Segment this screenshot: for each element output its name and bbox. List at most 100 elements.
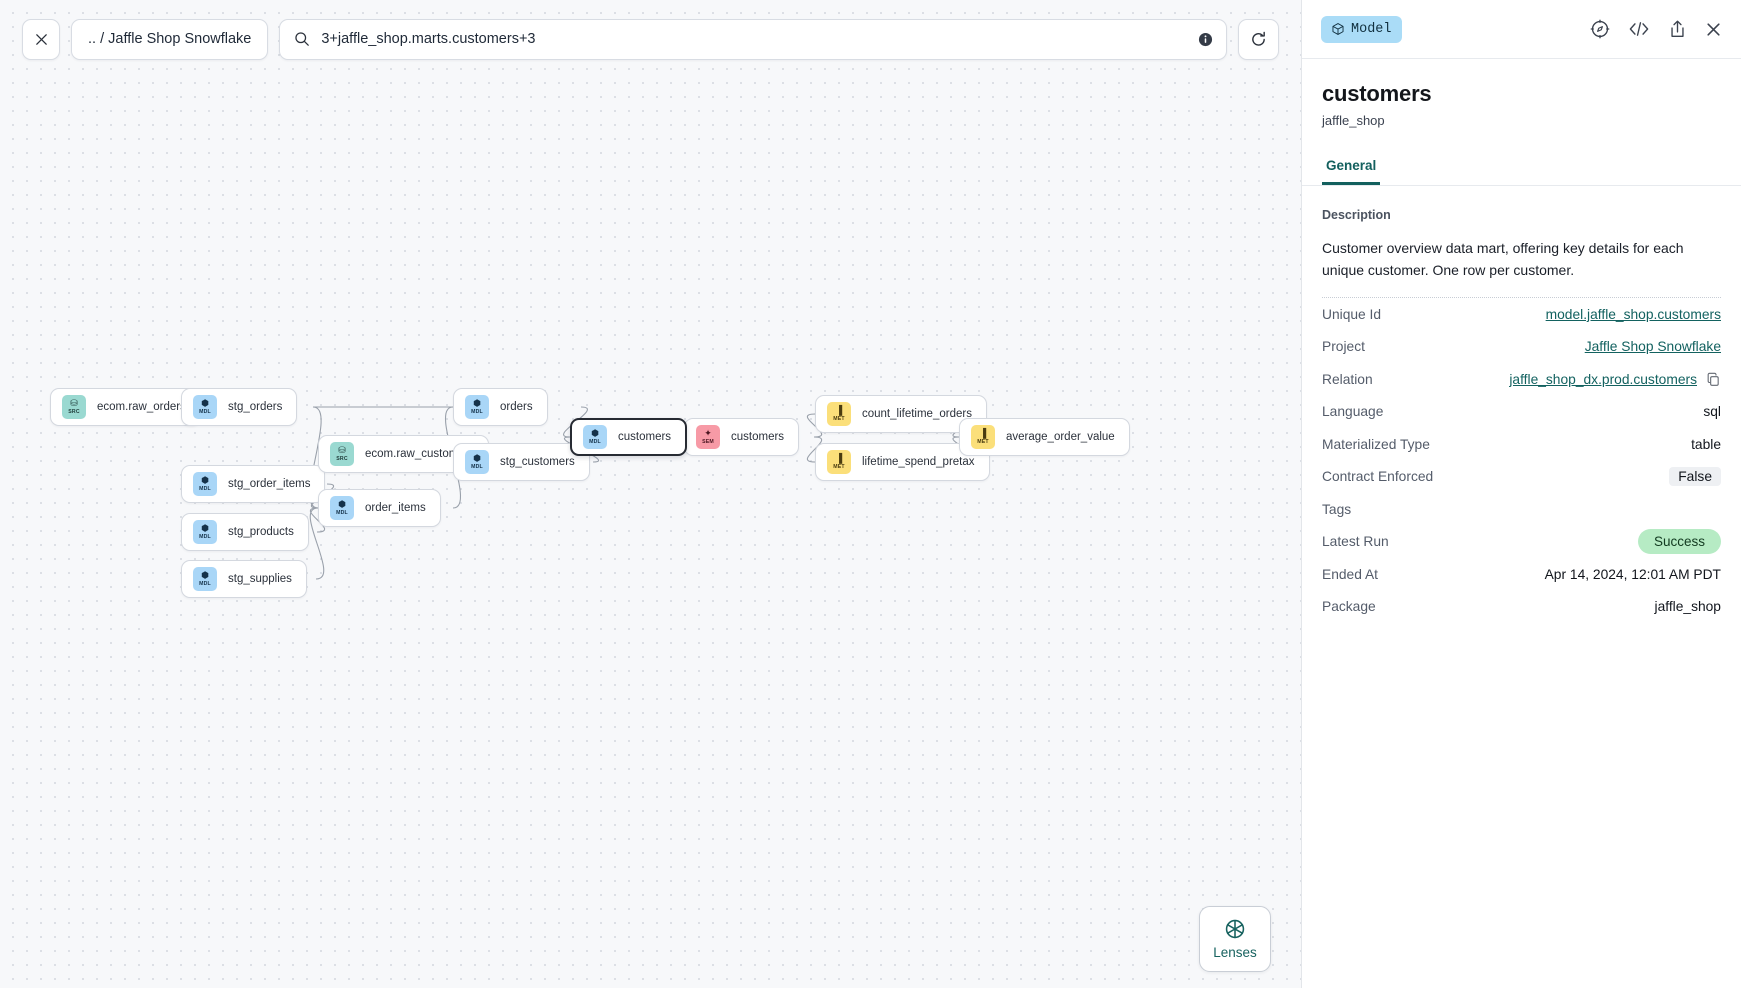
- explore-icon[interactable]: [1590, 19, 1610, 39]
- search-bar[interactable]: [279, 18, 1227, 60]
- metadata-value[interactable]: model.jaffle_shop.customers: [1545, 306, 1721, 322]
- node-badge-mdl-icon: ⬢MDL: [193, 395, 217, 419]
- cube-icon: [1332, 23, 1344, 35]
- breadcrumb[interactable]: .. / Jaffle Shop Snowflake: [71, 18, 269, 60]
- graph-node-label: ecom.raw_orders: [97, 401, 186, 413]
- lineage-toolbar: .. / Jaffle Shop Snowflake: [0, 0, 1301, 78]
- node-badge-met-icon: ▐MET: [971, 425, 995, 449]
- node-badge-src-icon: ⛁SRC: [330, 442, 354, 466]
- graph-node-order_items[interactable]: ⬢MDL order_items: [318, 489, 441, 527]
- metadata-key: Package: [1322, 599, 1376, 615]
- metadata-row: Materialized Type table: [1322, 428, 1721, 461]
- graph-node-label: average_order_value: [1006, 431, 1115, 443]
- node-type-chip[interactable]: Model: [1321, 15, 1402, 43]
- breadcrumb-label: .. / Jaffle Shop Snowflake: [88, 31, 252, 47]
- metadata-row: Unique Id model.jaffle_shop.customers: [1322, 298, 1721, 331]
- metadata-value: False: [1669, 467, 1721, 487]
- description-text: Customer overview data mart, offering ke…: [1322, 240, 1684, 279]
- refresh-icon: [1252, 31, 1265, 46]
- close-icon: [35, 33, 47, 45]
- graph-node-label: stg_customers: [500, 456, 575, 468]
- panel-title-block: customers jaffle_shop: [1302, 59, 1741, 128]
- lenses-button[interactable]: Lenses: [1199, 906, 1271, 972]
- graph-node-label: order_items: [365, 502, 426, 514]
- graph-node-label: stg_order_items: [228, 478, 311, 490]
- graph-node-label: lifetime_spend_pretax: [862, 456, 975, 468]
- metadata-key: Project: [1322, 339, 1365, 355]
- graph-node-lifetime_spend_pretax[interactable]: ▐MET lifetime_spend_pretax: [815, 443, 990, 481]
- aperture-icon: [1225, 919, 1245, 939]
- relation-value-group: jaffle_shop_dx.prod.customers: [1509, 372, 1721, 387]
- metadata-value: table: [1691, 436, 1721, 452]
- metadata-value-link[interactable]: jaffle_shop_dx.prod.customers: [1509, 371, 1697, 387]
- graph-node-average_order_value[interactable]: ▐MET average_order_value: [959, 418, 1130, 456]
- lenses-label: Lenses: [1213, 945, 1257, 960]
- copy-icon[interactable]: [1706, 372, 1721, 387]
- metadata-key: Unique Id: [1322, 306, 1382, 322]
- node-badge-sem-icon: ✦SEM: [696, 425, 720, 449]
- node-badge-mdl-icon: ⬢MDL: [330, 496, 354, 520]
- metadata-key: Tags: [1322, 501, 1352, 517]
- graph-node-label: stg_products: [228, 526, 294, 538]
- node-badge-mdl-icon: ⬢MDL: [193, 567, 217, 591]
- search-icon: [295, 32, 310, 46]
- metadata-row: Package jaffle_shop: [1322, 591, 1721, 624]
- graph-node-label: count_lifetime_orders: [862, 408, 972, 420]
- node-badge-mdl-icon: ⬢MDL: [465, 450, 489, 474]
- node-type-label: Model: [1351, 21, 1392, 37]
- panel-actions: [1590, 19, 1722, 39]
- panel-subtitle: jaffle_shop: [1322, 113, 1385, 128]
- graph-node-label: stg_orders: [228, 401, 283, 413]
- graph-node-stg_order_items[interactable]: ⬢MDL stg_order_items: [181, 465, 326, 503]
- graph-node-label: stg_supplies: [228, 573, 292, 585]
- graph-node-label: customers: [731, 431, 785, 443]
- close-button[interactable]: [22, 18, 60, 60]
- details-panel: Model: [1301, 0, 1741, 988]
- description-label: Description: [1322, 208, 1391, 222]
- node-badge-mdl-icon: ⬢MDL: [193, 472, 217, 496]
- metadata-key: Contract Enforced: [1322, 469, 1434, 485]
- graph-node-stg_orders[interactable]: ⬢MDL stg_orders: [181, 388, 298, 426]
- node-badge-mdl-icon: ⬢MDL: [465, 395, 489, 419]
- node-badge-met-icon: ▐MET: [827, 402, 851, 426]
- page-title: customers: [1322, 81, 1432, 106]
- metadata-row: Contract Enforced False: [1322, 461, 1721, 494]
- node-badge-mdl-icon: ⬢MDL: [193, 520, 217, 544]
- metadata-value: jaffle_shop: [1654, 599, 1722, 615]
- metadata-value: sql: [1703, 404, 1721, 420]
- metadata-key: Latest Run: [1322, 534, 1389, 550]
- graph-node-label: customers: [618, 431, 672, 443]
- details-panel-header: Model: [1302, 0, 1741, 59]
- tab-general[interactable]: General: [1322, 158, 1381, 185]
- graph-node-stg_supplies[interactable]: ⬢MDL stg_supplies: [181, 560, 307, 598]
- metadata-row: Language sql: [1322, 396, 1721, 429]
- close-icon[interactable]: [1705, 21, 1722, 38]
- graph-node-customers_sem[interactable]: ✦SEM customers: [684, 418, 800, 456]
- panel-body: Description Customer overview data mart,…: [1302, 186, 1741, 988]
- share-icon[interactable]: [1668, 19, 1687, 39]
- metadata-key: Language: [1322, 404, 1384, 420]
- node-badge-met-icon: ▐MET: [827, 450, 851, 474]
- metadata-key: Materialized Type: [1322, 436, 1430, 452]
- code-icon[interactable]: [1628, 20, 1650, 38]
- metadata-row: Latest Run Success: [1322, 526, 1721, 559]
- refresh-button[interactable]: [1238, 18, 1279, 60]
- status-badge: Success: [1637, 529, 1721, 555]
- metadata-row: Tags: [1322, 493, 1721, 526]
- graph-node-stg_products[interactable]: ⬢MDL stg_products: [181, 513, 309, 551]
- metadata-key: Relation: [1322, 371, 1373, 387]
- lineage-canvas[interactable]: .. / Jaffle Shop Snowflake: [0, 0, 1301, 988]
- metadata-row: Project Jaffle Shop Snowflake: [1322, 331, 1721, 364]
- search-input[interactable]: [321, 31, 1187, 47]
- metadata-value[interactable]: Jaffle Shop Snowflake: [1584, 339, 1721, 355]
- divider: [1322, 297, 1721, 299]
- panel-tabs: General: [1302, 158, 1741, 186]
- metadata-value: Apr 14, 2024, 12:01 AM PDT: [1544, 566, 1721, 582]
- info-icon[interactable]: [1198, 32, 1213, 47]
- metadata-row: Relation jaffle_shop_dx.prod.customers: [1322, 363, 1721, 396]
